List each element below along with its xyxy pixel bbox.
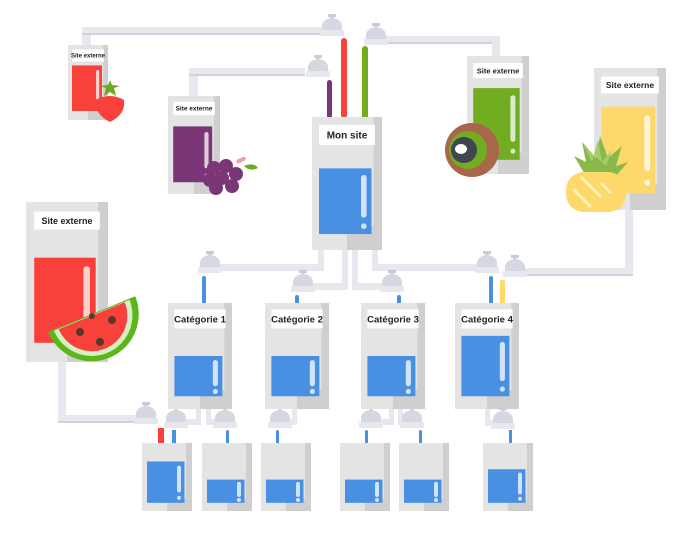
exclamation-icon [296, 481, 300, 498]
liquid-fill [345, 479, 383, 503]
tank-label: Catégorie 4 [461, 314, 513, 325]
tap-icon [359, 406, 383, 428]
tank-page-5 [399, 443, 449, 511]
pipe-strawberry-vertical [82, 27, 91, 47]
tank-label: Site externe [71, 54, 106, 60]
exclamation-icon [510, 95, 516, 142]
strawberry-icon [95, 80, 125, 122]
tank-label-bg [601, 76, 659, 94]
liquid-fill [266, 479, 304, 503]
tap-icon [291, 270, 315, 292]
tank-external-strawberry: Site externe [68, 45, 108, 120]
tank-main-site: Mon site [312, 117, 382, 250]
tank-label: Catégorie 1 [174, 314, 226, 325]
tank-label-bg [473, 63, 523, 79]
tap-icon [475, 251, 499, 273]
tap-icon [491, 407, 515, 429]
tank-label-bg [34, 211, 100, 230]
tank-label: Site externe [477, 66, 520, 75]
pipe-watermelon-horizontal [58, 415, 138, 423]
exclamation-icon [309, 360, 315, 387]
pipe-kiwi-vertical [492, 36, 500, 58]
tap-icon [213, 406, 237, 428]
exclamation-icon [518, 472, 522, 495]
tap-icon [198, 251, 222, 273]
tank-label: Catégorie 2 [271, 314, 323, 325]
tap-icon [306, 55, 330, 77]
tank-label-bg [72, 49, 104, 62]
stream-kiwi [362, 46, 368, 121]
liquid-fill [404, 479, 442, 503]
exclamation-icon [177, 465, 181, 493]
tank-page-2 [202, 443, 252, 511]
pipe-watermelon-vertical [58, 360, 66, 422]
exclamation-icon [405, 360, 411, 387]
exclamation-icon [361, 174, 367, 218]
tank-label: Site externe [41, 216, 92, 226]
stream-strawberry [341, 38, 347, 118]
tap-icon [380, 270, 404, 292]
tap-icon [364, 23, 388, 45]
exclamation-icon [204, 131, 209, 169]
pipe-pineapple-horizontal [525, 268, 633, 276]
pipes [58, 27, 633, 426]
tank-label: Catégorie 3 [367, 314, 419, 325]
exclamation-icon [434, 481, 438, 498]
kiwi-icon [445, 123, 499, 177]
exclamation-icon [83, 266, 90, 322]
exclamation-icon [96, 69, 100, 100]
tank-label: Mon site [327, 131, 368, 142]
tank-label-bg [461, 309, 513, 329]
exclamation-icon [375, 481, 379, 498]
tap-icon [503, 255, 527, 277]
pipe-grape-vertical [189, 68, 198, 100]
tank-category-1: Catégorie 1 [168, 303, 232, 409]
tap-icon [320, 14, 344, 36]
tank-page-6 [483, 443, 533, 511]
tank-label-bg [367, 309, 419, 329]
tank-label-bg [174, 309, 226, 329]
tank-page-1 [142, 443, 192, 511]
exclamation-icon [237, 481, 241, 498]
exclamation-icon [644, 115, 651, 172]
tank-category-4: Catégorie 4 [455, 303, 519, 409]
grape-icon [203, 156, 258, 195]
tap-icon [134, 402, 158, 424]
watermelon-icon [48, 296, 139, 362]
tap-icon [400, 406, 424, 428]
tank-label: Site externe [606, 80, 654, 90]
pipe-strawberry-horizontal [82, 27, 322, 35]
tank-label-bg [271, 309, 323, 329]
tank-external-pineapple: Site externe [594, 68, 666, 210]
pineapple-icon [566, 136, 628, 212]
tank-label: Site externe [176, 106, 213, 113]
tank-category-2: Catégorie 2 [265, 303, 329, 409]
tank-page-3 [261, 443, 311, 511]
pipe-grape-horizontal [189, 68, 305, 76]
liquid-fill [207, 479, 245, 503]
exclamation-icon [499, 341, 505, 382]
pipe-pineapple-vertical [625, 205, 633, 275]
stream-watermelon [158, 428, 164, 456]
tank-label-bg [319, 124, 375, 145]
tap-icon [164, 406, 188, 428]
exclamation-icon [212, 360, 218, 387]
tank-label-bg [173, 101, 215, 115]
tank-category-3: Catégorie 3 [361, 303, 425, 409]
pipe-kiwi-horizontal [385, 36, 500, 44]
tank-page-4 [340, 443, 390, 511]
tap-icon [268, 406, 292, 428]
